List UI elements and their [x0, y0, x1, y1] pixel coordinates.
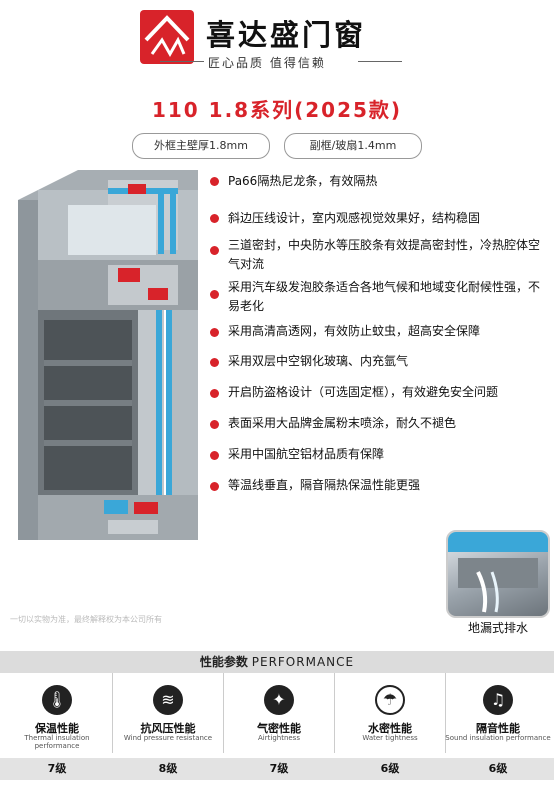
feature-marker	[210, 420, 219, 429]
feature-item: 表面采用大品牌金属粉末喷涂，耐久不褪色	[228, 416, 457, 430]
performance-name: 抗风压性能	[140, 722, 196, 735]
performance-header: 性能参数 PERFORMANCE	[0, 651, 554, 673]
feature-marker	[210, 328, 219, 337]
performance-grade: 7级	[269, 762, 289, 775]
feature-marker	[210, 246, 219, 255]
performance-grade: 6级	[488, 762, 508, 775]
slogan-divider-right	[358, 61, 402, 62]
grade-row	[0, 758, 554, 780]
performance-name: 隔音性能	[476, 722, 520, 735]
feature-marker	[210, 290, 219, 299]
feature-marker	[210, 358, 219, 367]
feature-marker	[210, 482, 219, 491]
sound-icon: ♫	[483, 685, 513, 715]
performance-name-en: Airtightness	[258, 734, 300, 742]
performance-name-en: Wind pressure resistance	[123, 734, 213, 742]
feature-item: 等温线垂直，隔音隔热保温性能更强	[228, 478, 421, 492]
feature-item: 斜边压线设计，室内观感视觉效果好，结构稳固	[228, 211, 481, 225]
brand-logo	[140, 10, 194, 64]
brand-name: 喜达盛门窗	[206, 18, 367, 52]
performance-card-wind: ≋ 抗风压性能 Wind pressure resistance	[113, 673, 223, 753]
airtight-icon: ✦	[264, 685, 294, 715]
performance-name-en: Sound insulation performance	[445, 734, 551, 742]
feature-item: 开启防盗格设计（可选固定框），有效避免安全问题	[228, 385, 499, 399]
feature-marker	[210, 177, 219, 186]
window-section-illustration	[18, 170, 198, 540]
performance-card-thermal: 🌡 保温性能 Thermal insulation performance	[2, 673, 112, 753]
slogan-divider-left	[160, 61, 204, 62]
feature-item: Pa66隔热尼龙条，有效隔热	[228, 174, 378, 188]
divider	[334, 673, 335, 753]
feature-item: 采用汽车级发泡胶条适合各地气候和地域变化耐候性强，不易老化	[228, 280, 541, 313]
performance-card-airtight: ✦ 气密性能 Airtightness	[224, 673, 334, 753]
feature-item: 采用高清高透网，有效防止蚊虫，超高安全保障	[228, 324, 481, 338]
spec-sash-thickness: 副框/玻扇1.4mm	[284, 133, 422, 159]
performance-title-en: PERFORMANCE	[251, 655, 355, 669]
performance-name-en: Thermal insulation performance	[24, 734, 90, 750]
divider	[445, 673, 446, 753]
performance-card-sound: ♫ 隔音性能 Sound insulation performance	[443, 673, 553, 753]
performance-grade: 6级	[380, 762, 400, 775]
thermometer-icon: 🌡	[42, 685, 72, 715]
spec-frame-thickness: 外框主壁厚1.8mm	[132, 133, 270, 159]
performance-grade: 7级	[47, 762, 67, 775]
feature-item: 三道密封，中央防水等压胶条有效提高密封性，冷热腔体空气对流	[228, 238, 541, 271]
performance-grade: 8级	[158, 762, 178, 775]
performance-card-water: ☂ 水密性能 Water tightness	[335, 673, 445, 753]
product-title: 110 1.8系列(2025款)	[151, 98, 403, 122]
performance-name: 气密性能	[257, 722, 301, 735]
performance-title-zh: 性能参数	[199, 655, 248, 669]
divider	[223, 673, 224, 753]
performance-name: 保温性能	[35, 722, 79, 735]
disclaimer: 一切以实物为准，最终解释权为本公司所有	[10, 615, 162, 624]
drain-detail-image	[446, 530, 550, 618]
feature-item: 采用双层中空钢化玻璃、内充氩气	[228, 354, 409, 368]
performance-name: 水密性能	[368, 722, 412, 735]
wind-icon: ≋	[153, 685, 183, 715]
divider	[112, 673, 113, 753]
feature-marker	[210, 214, 219, 223]
feature-marker	[210, 389, 219, 398]
feature-item: 采用中国航空铝材品质有保障	[228, 447, 385, 461]
feature-marker	[210, 451, 219, 460]
slogan: 匠心品质 值得信赖	[208, 56, 326, 70]
performance-name-en: Water tightness	[362, 734, 418, 742]
drain-label: 地漏式排水	[467, 621, 528, 635]
water-icon: ☂	[375, 685, 405, 715]
